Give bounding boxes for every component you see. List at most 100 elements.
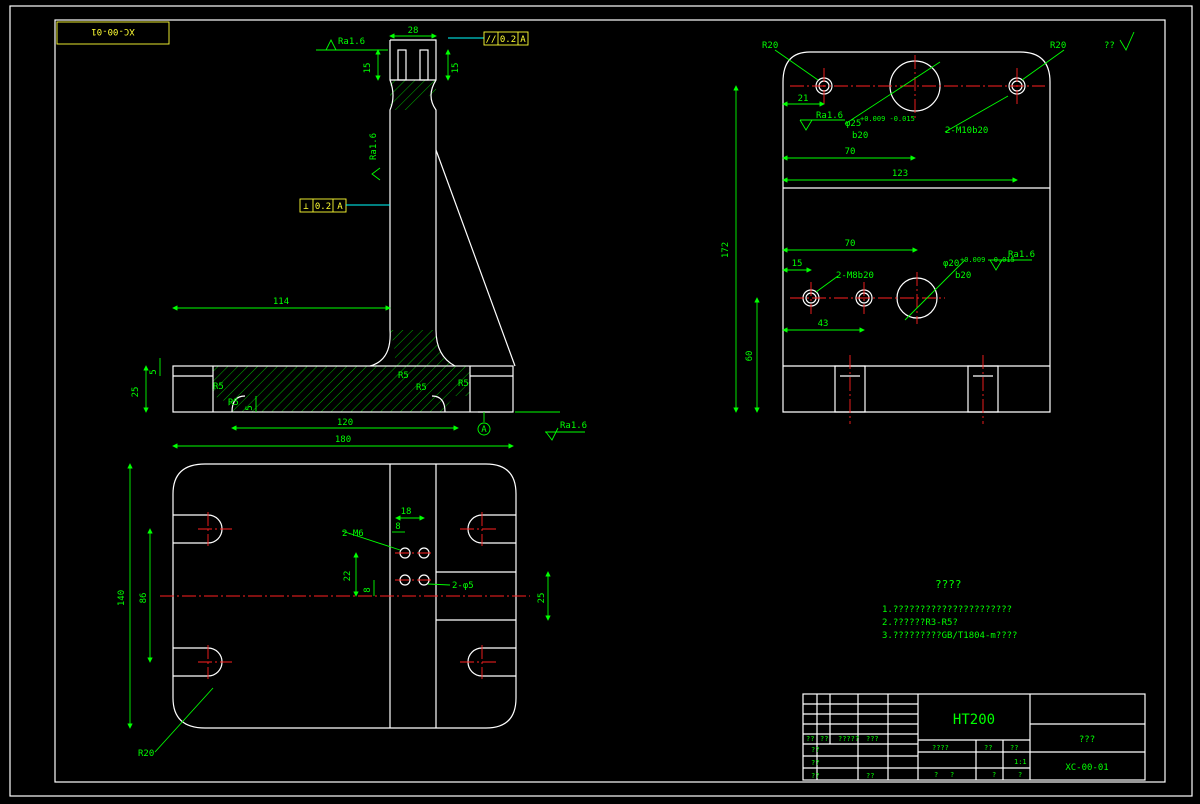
r-base-right: R5 <box>228 398 239 408</box>
dim-pitch-x: 18 <box>401 507 412 517</box>
svg-text:Ra1.6: Ra1.6 <box>369 133 379 160</box>
base-section-hatch <box>213 366 470 412</box>
bore-top-depth: b20 <box>852 131 868 141</box>
roughness-symbol-column: Ra1.6 <box>369 133 381 181</box>
svg-text:0.2: 0.2 <box>315 202 331 212</box>
side-r-left: R20 <box>762 41 778 51</box>
svg-text:??: ?? <box>820 735 828 743</box>
title-block: ?? ?? ????? ??? ?? ?? ?? ?? HT200 ??? XC… <box>802 693 1146 781</box>
dim-small-x: 8 <box>395 522 400 532</box>
svg-text:?: ? <box>1018 771 1022 779</box>
technical-notes: ???? 1.?????????????????????? 2.??????R3… <box>882 578 1017 641</box>
roughness-symbol-top: Ra1.6 <box>316 37 388 51</box>
side-view: 172 60 21 70 123 70 15 43 R20 R20 φ25 +0… <box>721 31 1135 424</box>
svg-text:??: ?? <box>866 772 874 780</box>
title-block-scale-label: ???? <box>932 744 949 752</box>
dim-123: 123 <box>892 169 908 179</box>
dim-top-view-height: 140 <box>117 590 127 606</box>
svg-text://: // <box>486 35 497 45</box>
dim-top-width: 28 <box>408 26 419 36</box>
r-base-left: R5 <box>213 382 224 392</box>
svg-text:??: ?? <box>806 735 814 743</box>
svg-text:??: ?? <box>811 759 819 767</box>
dim-inner-width: 120 <box>337 418 353 428</box>
svg-text:Ra1.6: Ra1.6 <box>560 421 587 431</box>
svg-text:??: ?? <box>811 746 819 754</box>
dim-base-height: 25 <box>131 387 141 398</box>
dim-y-22: 22 <box>343 571 353 582</box>
notes-line-3: 3.?????????GB/T1804-m???? <box>882 631 1017 641</box>
top-section-hatch <box>390 80 436 110</box>
title-block-company: ??? <box>1079 735 1095 745</box>
title-block-col-b: ?? <box>1010 744 1018 752</box>
dim-base-step: 5 <box>149 369 159 374</box>
dim-slot-spacing: 86 <box>139 593 149 604</box>
svg-text:A: A <box>520 35 526 45</box>
svg-text:0.2: 0.2 <box>500 35 516 45</box>
inner-border <box>54 19 1166 783</box>
side-r-right: R20 <box>1050 41 1066 51</box>
svg-text:??: ?? <box>1104 41 1115 51</box>
dim-overall-width: 180 <box>335 435 351 445</box>
bore-mid: φ20 <box>943 259 959 269</box>
thread-top: 2-M10b20 <box>945 126 988 136</box>
svg-text:?: ? <box>950 771 954 779</box>
svg-text:?????: ????? <box>838 735 859 743</box>
roughness-other: ?? <box>1104 31 1135 51</box>
bore-mid-tol: +0.009 -0.015 <box>960 256 1015 264</box>
front-view: 28 15 15 114 25 5 5 120 180 R5 R5 R5 R5 … <box>131 26 587 449</box>
drawing-number-mirrored: XC-00-01 <box>91 26 134 36</box>
svg-text:Ra1.6: Ra1.6 <box>338 37 365 47</box>
roughness-symbol-base: Ra1.6 <box>515 411 587 441</box>
r-right: R5 <box>458 379 469 389</box>
svg-text:??: ?? <box>811 772 819 780</box>
dim-70-top: 70 <box>845 147 856 157</box>
dim-172: 172 <box>721 242 731 258</box>
dim-43: 43 <box>818 319 829 329</box>
title-block-sheet: 1:1 <box>1014 758 1027 766</box>
svg-text:A: A <box>481 425 487 435</box>
outer-border <box>9 5 1193 797</box>
parallel-tolerance-frame: // 0.2 A <box>448 31 529 46</box>
bore-top: φ25 <box>845 119 861 129</box>
svg-text:?: ? <box>934 771 938 779</box>
callout-m6: 2-M6 <box>342 529 364 539</box>
svg-text:?: ? <box>992 771 996 779</box>
notes-line-1: 1.?????????????????????? <box>882 605 1012 615</box>
dim-15: 15 <box>792 259 803 269</box>
bore-top-tol: +0.009 -0.015 <box>860 115 915 123</box>
title-block-col-a: ?? <box>984 744 992 752</box>
dim-top-depth-right: 15 <box>451 63 461 74</box>
dim-70-mid: 70 <box>845 239 856 249</box>
side-roughness-top: Ra1.6 <box>799 111 845 131</box>
dim-60: 60 <box>745 351 755 362</box>
bore-mid-depth: b20 <box>955 271 971 281</box>
svg-text:A: A <box>337 202 343 212</box>
r-mid: R5 <box>398 371 409 381</box>
svg-text:Ra1.6: Ra1.6 <box>1008 250 1035 260</box>
title-block-material: HT200 <box>953 712 995 728</box>
corner-radius: R20 <box>138 749 154 759</box>
dim-slot-depth: 5 <box>245 405 255 410</box>
thread-mid: 2-M8b20 <box>836 271 874 281</box>
fillet-hatch <box>390 330 455 366</box>
dim-y-25: 25 <box>537 593 547 604</box>
side-roughness-mid: Ra1.6 <box>988 250 1035 271</box>
notes-line-2: 2.??????R3-R5? <box>882 618 958 628</box>
svg-text:Ra1.6: Ra1.6 <box>816 111 843 121</box>
datum-marker: A <box>477 411 491 436</box>
dim-21: 21 <box>798 94 809 104</box>
r-left: R5 <box>416 383 427 393</box>
top-view: 140 86 18 8 22 8 25 R20 2-M6 2-φ5 <box>117 463 551 759</box>
dim-y-8: 8 <box>363 587 373 592</box>
dim-top-depth-left: 15 <box>363 63 373 74</box>
svg-text:???: ??? <box>866 735 879 743</box>
notes-heading: ???? <box>935 578 962 591</box>
callout-phi5: 2-φ5 <box>452 581 474 591</box>
dim-offset: 114 <box>273 297 289 307</box>
perpendicular-tolerance-frame: ⊥ 0.2 A <box>299 198 390 213</box>
svg-text:⊥: ⊥ <box>303 202 309 212</box>
title-block-drawing-no: XC-00-01 <box>1065 763 1108 773</box>
